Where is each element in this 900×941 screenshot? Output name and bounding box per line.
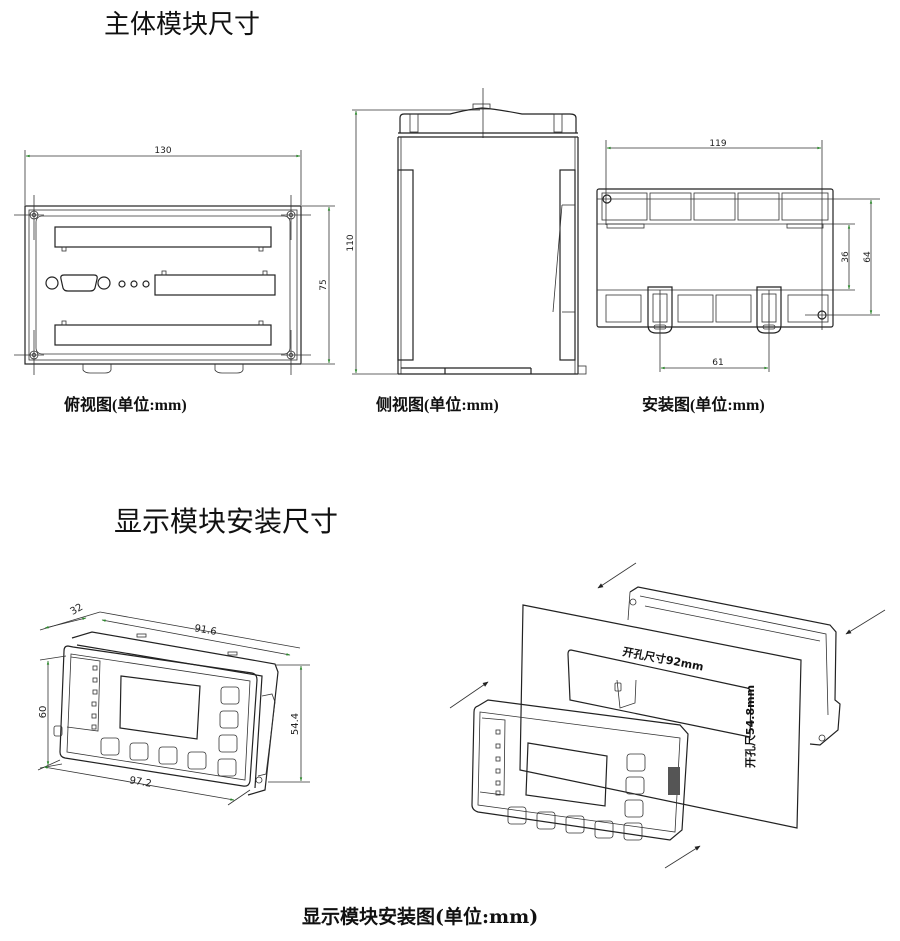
corner-screw [281, 330, 311, 375]
mounting-base-outline [596, 188, 834, 328]
side-view-drawing: 110 [346, 88, 587, 375]
assembly-arrow [449, 681, 489, 709]
dimension-label-rail: 36 [841, 251, 851, 263]
module-body-outline [24, 205, 302, 365]
side-clip [53, 725, 63, 737]
dimension-line-depth [44, 617, 87, 629]
keypad-button [625, 776, 645, 795]
status-led [495, 756, 501, 762]
corner-screw [14, 195, 44, 240]
display-install-caption: 显示模块安装图(单位:mm) [302, 906, 539, 928]
assembly-arrow [597, 562, 637, 589]
dimension-label-side-height: 110 [346, 234, 356, 251]
panel-cutout [567, 649, 752, 738]
keypad-button [187, 751, 207, 770]
assembly-arrow [664, 845, 701, 869]
dimension-label-front-width: 97.2 [129, 775, 153, 790]
status-led [495, 743, 501, 749]
keypad-button [220, 686, 240, 705]
status-led [91, 713, 97, 719]
mounting-tab [82, 364, 112, 374]
corner-screw [14, 330, 44, 375]
terminal-block-middle [154, 274, 276, 296]
keypad-button [507, 806, 527, 825]
dimension-label-depth: 32 [68, 602, 85, 618]
dimension-line-body-width [101, 619, 291, 656]
keypad-button [565, 815, 585, 834]
module-face [35, 215, 291, 355]
keypad-button [129, 742, 149, 761]
status-led [91, 724, 97, 730]
side-cap [399, 107, 577, 133]
status-led [495, 790, 501, 796]
keypad-button [623, 822, 643, 841]
dimension-label-height: 75 [319, 279, 329, 290]
mounting-tab [214, 364, 244, 374]
module-body-inner [28, 209, 298, 361]
main-module-title: 主体模块尺寸 [104, 10, 261, 40]
dimension-label-width: 130 [154, 146, 171, 156]
vent-grille [668, 767, 680, 795]
keypad-button [219, 710, 239, 729]
dimension-label-body-height: 54.4 [290, 713, 301, 735]
mounting-panel [519, 604, 802, 829]
serial-port-icon [45, 274, 111, 292]
display-bezel [59, 645, 258, 787]
keypad-button [100, 737, 120, 756]
dimension-label-front-height: 60 [38, 706, 49, 719]
lcd-screen [525, 742, 608, 807]
status-led [495, 780, 501, 786]
status-led [91, 701, 97, 707]
din-rail-slot [401, 367, 532, 374]
corner-screw [281, 195, 311, 240]
side-view-caption: 侧视图(单位:mm) [376, 397, 499, 414]
dimension-label-body-width: 91.6 [194, 623, 218, 638]
side-panel-right [559, 169, 576, 361]
mounting-view-caption: 安装图(单位:mm) [642, 397, 765, 414]
dimension-label-vertical-holes: 64 [863, 251, 873, 263]
status-led [495, 729, 501, 735]
lcd-screen [119, 675, 201, 740]
status-led [92, 665, 98, 671]
top-view-drawing: 130 [14, 146, 335, 375]
display-module-title: 显示模块安装尺寸 [114, 505, 339, 538]
keypad-button [218, 734, 238, 753]
side-panel-left [397, 169, 414, 361]
keypad-button [626, 753, 646, 772]
dimension-line-front-width [43, 766, 235, 801]
indicator-led [130, 280, 138, 288]
keypad-button [536, 811, 556, 830]
keypad-button [594, 820, 614, 839]
display-isometric-drawing: 32 91.6 60 54.4 97.2 [37, 602, 310, 806]
mounting-view-drawing: 119 [596, 139, 880, 372]
status-led [92, 689, 98, 695]
keypad-button [217, 758, 237, 777]
cutout-width-label: 开孔尺寸92mm [621, 644, 704, 673]
dimension-label-clips: 61 [712, 358, 723, 368]
display-housing-top [71, 631, 279, 796]
mounting-frame [629, 586, 841, 746]
display-exploded-drawing: 开孔尺寸92mm 开孔尺54.8mm [449, 562, 886, 869]
keypad-button [624, 799, 644, 818]
status-led [92, 677, 98, 683]
indicator-led [142, 280, 150, 288]
dimension-label-hole-spacing: 119 [709, 139, 726, 149]
indicator-led [118, 280, 126, 288]
display-unit-front [471, 699, 689, 841]
status-led [495, 768, 501, 774]
terminal-block-bottom [54, 324, 272, 346]
keypad-button [158, 746, 178, 765]
terminal-block-top [54, 226, 272, 248]
top-view-caption: 俯视图(单位:mm) [64, 397, 187, 414]
cutout-height-label: 开孔尺54.8mm [744, 685, 757, 768]
assembly-arrow [845, 609, 886, 635]
